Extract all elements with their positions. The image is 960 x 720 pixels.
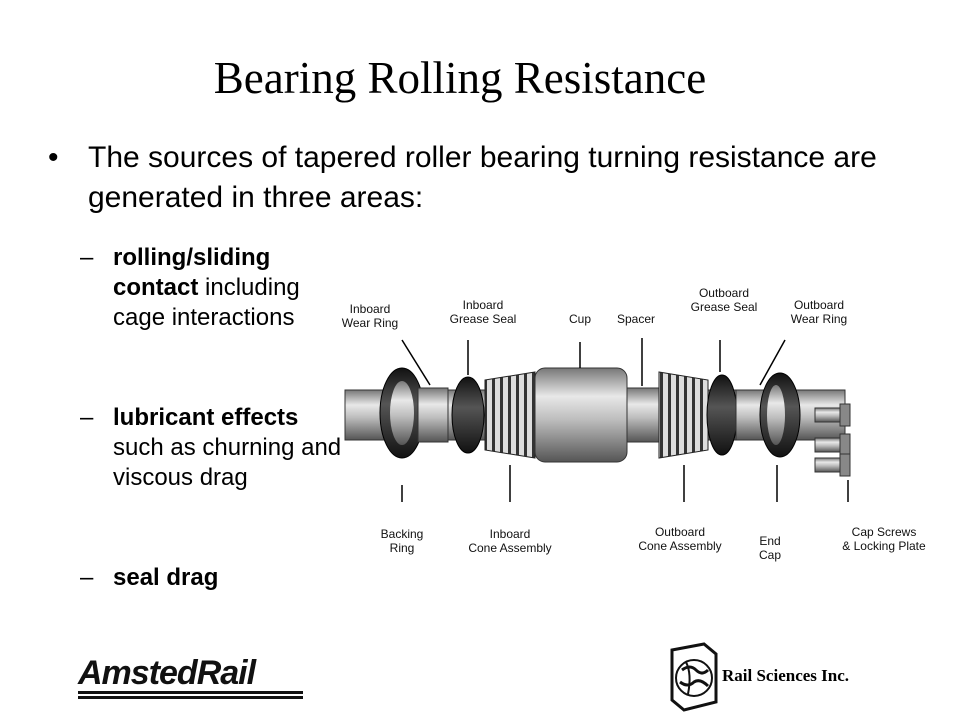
logo-wordmark: AmstedRail [78,654,256,692]
sub-marker: – [80,244,94,271]
label-inboard-grease-seal: Inboard Grease Seal [449,298,517,326]
rail-sciences-text: Rail Sciences Inc. [722,666,850,685]
bearing-diagram: Inboard Wear Ring Inboard Grease Seal Cu… [340,280,940,570]
outboard-grease-seal [706,374,738,456]
amsted-rail-logo: AmstedRail [78,652,303,702]
subpoint-bold: lubricant effects [113,404,299,431]
cup [534,367,628,463]
label-cup: Cup [568,312,591,326]
outboard-cone-assembly [658,371,709,459]
bullet-text: The sources of tapered roller bearing tu… [88,141,877,214]
label-backing-ring: Backing Ring [380,527,424,555]
cap-screws [814,403,851,477]
inboard-grease-seal [451,376,485,454]
label-outboard-wear-ring: Outboard Wear Ring [790,298,848,326]
bullet-marker: • [48,141,59,174]
inboard-cone-assembly [484,371,536,459]
label-spacer: Spacer [616,312,656,326]
leader-lines [401,338,849,502]
bearing-illustration [344,338,851,502]
label-inboard-wear-ring: Inboard Wear Ring [341,302,399,330]
label-end-cap: End Cap [758,534,781,562]
globe-emblem-icon [670,642,718,712]
label-outboard-grease-seal: Outboard Grease Seal [690,286,758,314]
subpoint-rest: including cage interactions [113,274,300,331]
subpoint-bold: seal drag [113,564,219,591]
subpoint-rest: such as churning and viscous drag [113,434,342,491]
page-title: Bearing Rolling Resistance [213,53,707,103]
label-inboard-cone-assembly: Inboard Cone Assembly [468,527,552,555]
label-cap-screws: Cap Screws & Locking Plate [842,525,926,553]
spacer [626,387,660,443]
label-outboard-cone-assembly: Outboard Cone Assembly [638,525,722,553]
inboard-wear-ring [417,387,449,443]
outboard-wear-ring [735,389,765,441]
sub-marker: – [80,404,94,431]
subpoint-bold: rolling/sliding contact [113,244,271,301]
logo-stripes [78,691,303,699]
sub-marker: – [80,564,94,591]
